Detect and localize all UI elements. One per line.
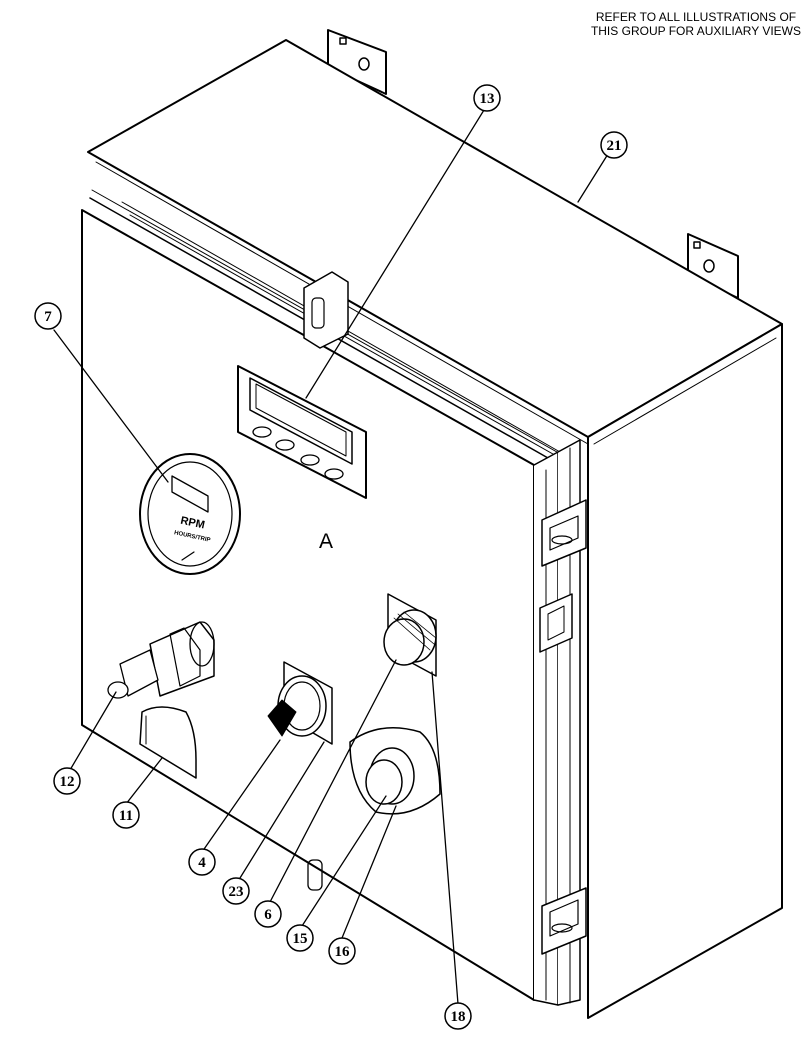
mounting-tab-top [327,29,387,95]
callout-circles [34,84,628,1030]
emergency-stop-button [349,727,441,815]
callout-7: 7 [44,309,52,325]
callout-12: 12 [60,774,75,790]
gauge-label-rpm: RPM [179,515,205,532]
callout-23: 23 [229,884,244,900]
callout-6: 6 [264,907,272,923]
selector-switch [267,661,333,745]
display-controller [237,365,367,499]
pushbutton-light [383,593,437,677]
leader-lines [53,109,609,1005]
view-letter: A [319,530,333,553]
auxiliary-views-note: REFER TO ALL ILLUSTRATIONS OF THIS GROUP… [591,10,801,38]
note-line-2: THIS GROUP FOR AUXILIARY VIEWS [590,24,801,38]
hinge-lower [541,887,587,955]
valve-fitting [107,621,215,699]
callout-11: 11 [119,808,133,824]
callout-13: 13 [480,91,495,107]
callout-21: 21 [607,138,622,154]
top-latch [303,271,349,349]
bottom-slot [307,859,323,891]
callout-4: 4 [198,855,206,871]
callout-18: 18 [451,1009,466,1025]
hinge-upper [541,499,587,567]
callout-15: 15 [293,931,308,947]
protective-guard [139,706,197,779]
note-line-1: REFER TO ALL ILLUSTRATIONS OF [595,10,797,24]
door-handle-clip [539,593,573,653]
rpm-hour-gauge [139,453,241,575]
callout-labels: 13 21 7 12 11 4 23 6 15 16 18 [44,91,621,1025]
callout-16: 16 [335,944,351,960]
